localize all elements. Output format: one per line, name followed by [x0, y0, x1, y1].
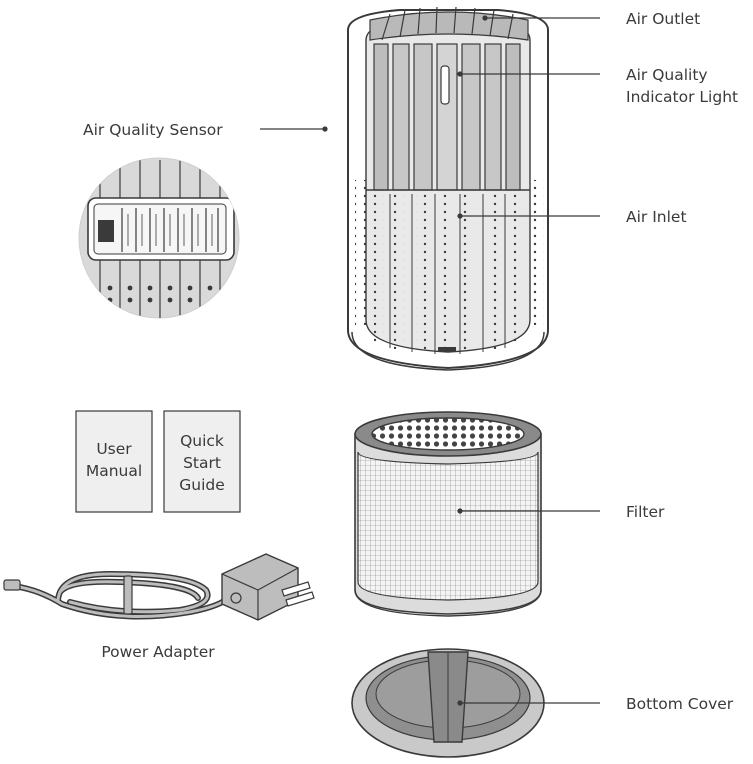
leader-lines [260, 15, 600, 706]
bottom-cover-label: Bottom Cover [626, 695, 734, 713]
user-manual-booklet: User Manual [75, 410, 153, 513]
indicator-light [440, 65, 450, 105]
quick-start-line-2: Start [183, 454, 221, 472]
air-quality-indicator-label-line-2: Indicator Light [626, 88, 738, 106]
filter-illustration [354, 411, 542, 617]
user-manual-line-1: User [96, 440, 132, 458]
brand-mark [438, 347, 456, 352]
quick-start-line-3: Guide [179, 476, 225, 494]
power-adapter-illustration [3, 553, 315, 621]
air-quality-indicator-label-line-1: Air Quality [626, 66, 708, 84]
air-outlet-label: Air Outlet [626, 10, 700, 28]
air-inlet-label: Air Inlet [626, 208, 687, 226]
power-adapter-label: Power Adapter [101, 643, 215, 661]
user-manual-line-2: Manual [86, 462, 142, 480]
filter-label: Filter [626, 503, 665, 521]
quick-start-line-1: Quick [180, 432, 224, 450]
air-inlet-section [355, 180, 544, 354]
sensor-closeup [78, 157, 240, 319]
air-quality-sensor-label: Air Quality Sensor [83, 121, 223, 139]
purifier-unit [347, 6, 549, 371]
air-outlet-grille [369, 6, 529, 41]
quick-start-guide-booklet: Quick Start Guide [163, 410, 241, 513]
bottom-cover-illustration [351, 648, 545, 758]
